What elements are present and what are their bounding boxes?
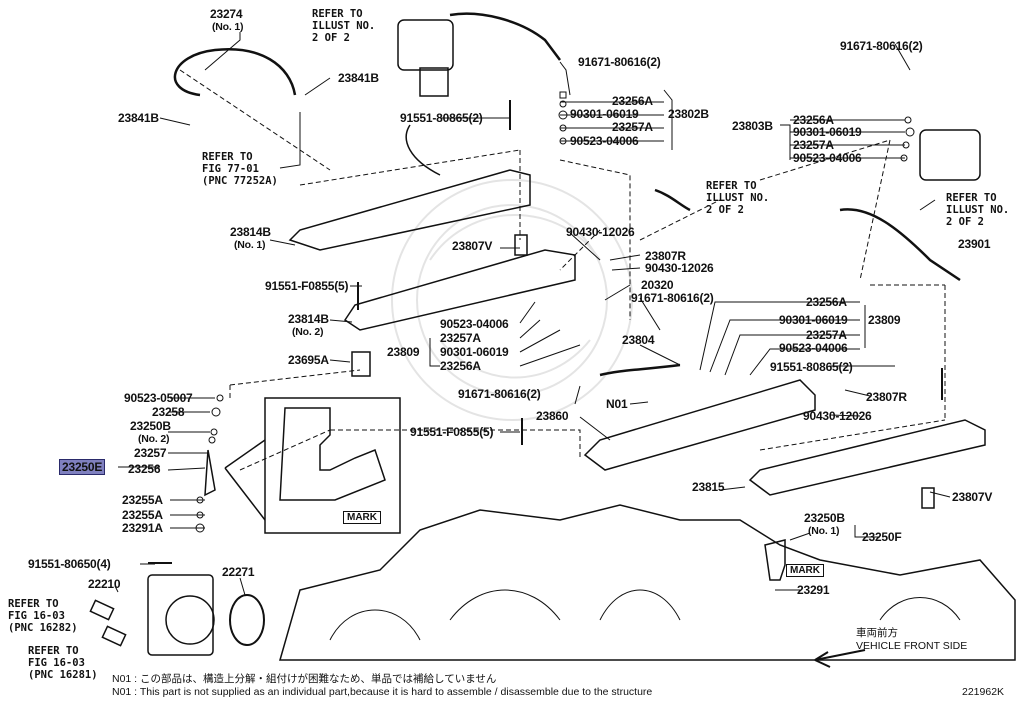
part-91551-F0855-a[interactable]: 91551-F0855(5) (265, 279, 349, 293)
part-23814B-b-qualifier: (No. 2) (292, 326, 324, 338)
part-23256A-d[interactable]: 23256A (806, 295, 847, 309)
part-91551-F0855-b[interactable]: 91551-F0855(5) (410, 425, 494, 439)
part-N01[interactable]: N01 (606, 397, 628, 411)
part-23807R-a[interactable]: 23807R (645, 249, 686, 263)
part-91551-80865-a[interactable]: 91551-80865(2) (400, 111, 483, 125)
illustration-number: 221962K (962, 686, 1005, 698)
part-23257[interactable]: 23257 (134, 446, 167, 460)
part-20320[interactable]: 20320 (641, 278, 674, 292)
part-22271[interactable]: 22271 (222, 565, 255, 579)
vehicle-front-jp: 車両前方 (856, 627, 898, 639)
part-23257A-c[interactable]: 23257A (440, 331, 481, 345)
part-22210[interactable]: 22210 (88, 577, 121, 591)
part-23695A[interactable]: 23695A (288, 353, 329, 367)
part-23901[interactable]: 23901 (958, 237, 991, 251)
part-23257A-b[interactable]: 23257A (793, 138, 834, 152)
part-23291A[interactable]: 23291A (122, 521, 163, 535)
part-90523-04006-d[interactable]: 90523-04006 (779, 341, 848, 355)
part-23809-b[interactable]: 23809 (868, 313, 901, 327)
part-23814B-a-qualifier: (No. 1) (234, 239, 266, 251)
part-23256A-a[interactable]: 23256A (612, 94, 653, 108)
part-23815[interactable]: 23815 (692, 480, 725, 494)
part-23860[interactable]: 23860 (536, 409, 569, 423)
part-23256[interactable]: 23256 (128, 462, 161, 476)
part-90301-06019-a[interactable]: 90301-06019 (570, 107, 639, 121)
part-23250F[interactable]: 23250F (862, 530, 902, 544)
part-23250B-b-qualifier: (No. 1) (808, 525, 840, 537)
part-23256A-b[interactable]: 23256A (793, 113, 834, 127)
part-23257A-d[interactable]: 23257A (806, 328, 847, 342)
part-23804[interactable]: 23804 (622, 333, 655, 347)
part-23256A-c[interactable]: 23256A (440, 359, 481, 373)
refer-note-fig16-b: REFER TO FIG 16-03 (PNC 16281) (28, 645, 98, 681)
part-90301-06019-b[interactable]: 90301-06019 (793, 125, 862, 139)
mark-label-inset: MARK (343, 511, 381, 524)
part-23802B[interactable]: 23802B (668, 107, 709, 121)
footnote-en: N01 : This part is not supplied as an in… (112, 686, 653, 698)
part-90301-06019-c[interactable]: 90301-06019 (440, 345, 509, 359)
mark-label-right: MARK (786, 564, 824, 577)
part-23803B[interactable]: 23803B (732, 119, 773, 133)
part-91671-80616-d[interactable]: 91671-80616(2) (458, 387, 541, 401)
refer-note-top: REFER TO ILLUST NO. 2 OF 2 (312, 8, 376, 44)
part-23841B-a[interactable]: 23841B (338, 71, 379, 85)
refer-note-right: REFER TO ILLUST NO. 2 OF 2 (946, 192, 1010, 228)
part-90523-04006-a[interactable]: 90523-04006 (570, 134, 639, 148)
part-23814B-a[interactable]: 23814B (230, 225, 271, 239)
part-23274-qualifier: (No. 1) (212, 21, 244, 33)
part-90430-12026-c[interactable]: 90430-12026 (803, 409, 872, 423)
part-23250E-highlight[interactable]: 23250E (59, 459, 106, 475)
part-23250B-b[interactable]: 23250B (804, 511, 845, 525)
part-23255A-a[interactable]: 23255A (122, 493, 163, 507)
part-91671-80616-c[interactable]: 91671-80616(2) (631, 291, 714, 305)
part-23250B-a[interactable]: 23250B (130, 419, 171, 433)
part-23807R-b[interactable]: 23807R (866, 390, 907, 404)
part-23807V-b[interactable]: 23807V (952, 490, 993, 504)
part-23250E[interactable]: 23250E (59, 459, 106, 475)
part-91671-80616-b[interactable]: 91671-80616(2) (840, 39, 923, 53)
part-91551-80650[interactable]: 91551-80650(4) (28, 557, 111, 571)
refer-note-fig77: REFER TO FIG 77-01 (PNC 77252A) (202, 151, 278, 187)
part-23250B-a-qualifier: (No. 2) (138, 433, 170, 445)
part-23807V-a[interactable]: 23807V (452, 239, 493, 253)
part-23258[interactable]: 23258 (152, 405, 185, 419)
part-23291[interactable]: 23291 (797, 583, 830, 597)
watermark-emblem (391, 179, 633, 421)
part-23257A-a[interactable]: 23257A (612, 120, 653, 134)
refer-note-fig16-a: REFER TO FIG 16-03 (PNC 16282) (8, 598, 78, 634)
refer-note-mid: REFER TO ILLUST NO. 2 OF 2 (706, 180, 770, 216)
part-23809-a[interactable]: 23809 (387, 345, 420, 359)
part-23255A-b[interactable]: 23255A (122, 508, 163, 522)
part-90523-04006-b[interactable]: 90523-04006 (793, 151, 862, 165)
part-90430-12026-a[interactable]: 90430-12026 (566, 225, 635, 239)
part-23274[interactable]: 23274 (210, 7, 243, 21)
part-91551-80865-b[interactable]: 91551-80865(2) (770, 360, 853, 374)
part-90523-04006-c[interactable]: 90523-04006 (440, 317, 509, 331)
vehicle-front-en: VEHICLE FRONT SIDE (856, 640, 968, 652)
part-90301-06019-d[interactable]: 90301-06019 (779, 313, 848, 327)
footnote-jp: N01 : この部品は、構造上分解・組付けが困難なため、単品では補給していません (112, 673, 497, 685)
part-90523-05007[interactable]: 90523-05007 (124, 391, 193, 405)
part-90430-12026-b[interactable]: 90430-12026 (645, 261, 714, 275)
part-91671-80616-a[interactable]: 91671-80616(2) (578, 55, 661, 69)
part-23814B-b[interactable]: 23814B (288, 312, 329, 326)
part-23841B-b[interactable]: 23841B (118, 111, 159, 125)
